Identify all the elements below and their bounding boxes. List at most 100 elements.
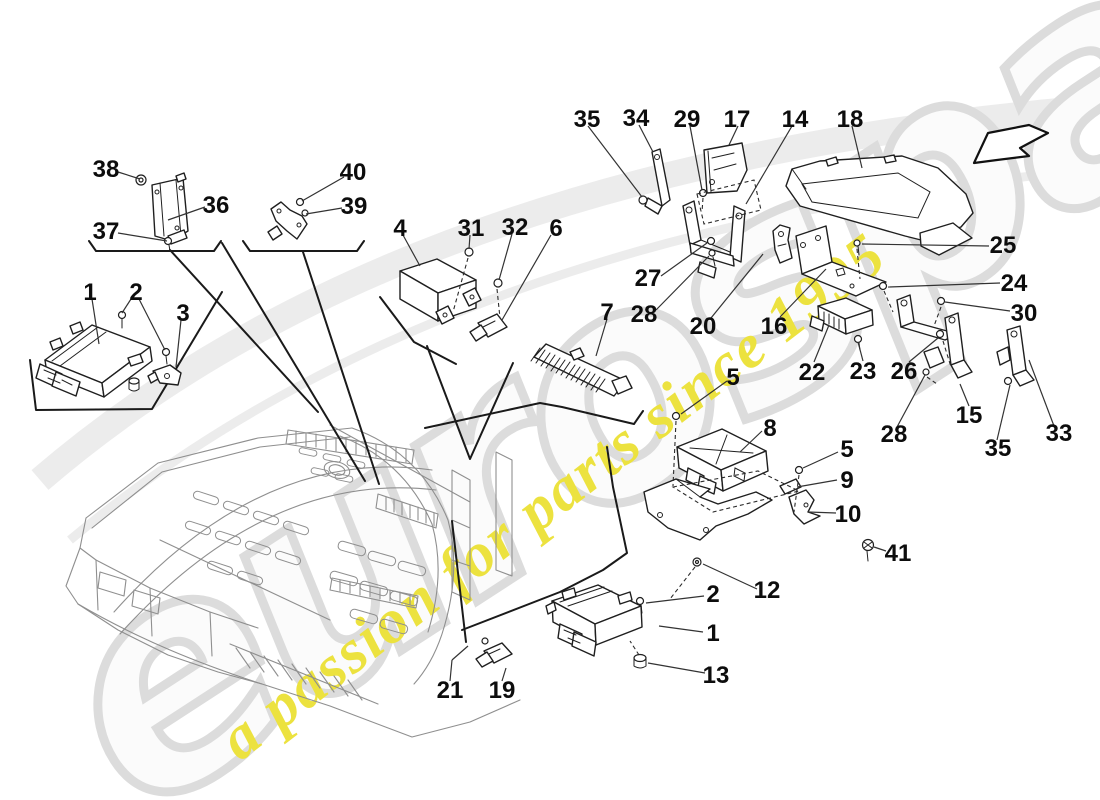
part-ecu-module-8	[676, 428, 769, 495]
part-bracket-20	[772, 224, 793, 264]
leader-line-15	[959, 383, 970, 407]
callout-37: 37	[93, 218, 120, 245]
floor-slots-rear	[329, 540, 427, 635]
leader-line-28	[655, 255, 710, 311]
part-bracket-34	[644, 148, 671, 215]
part-module-22	[809, 297, 874, 335]
fastener-32-icon	[493, 278, 503, 288]
leader-line-35	[587, 125, 643, 198]
leader-line-19	[501, 667, 507, 682]
direction-arrow-icon	[972, 123, 1050, 165]
leader-line-27	[660, 242, 708, 277]
leader-line-25	[861, 243, 990, 247]
fastener-38-icon	[135, 174, 147, 186]
leader-line-24	[887, 282, 1001, 288]
leader-line-14	[745, 125, 793, 205]
callout-5: 5	[840, 436, 853, 463]
leader-line-7	[595, 318, 608, 357]
fastener-2-screws-icon	[117, 310, 171, 392]
callout-38: 38	[93, 156, 120, 183]
chassis-drawing	[65, 424, 521, 738]
leader-line-21	[451, 645, 469, 661]
fastener-26-icon	[935, 329, 945, 339]
leader-line-32	[498, 233, 513, 281]
callout-34: 34	[623, 105, 650, 132]
fastener-12-icon	[692, 557, 702, 567]
deck-slots-upper	[298, 447, 366, 483]
leader-line-18	[851, 125, 863, 169]
callout-23: 23	[850, 358, 877, 385]
fastener-24-icon	[878, 281, 888, 291]
fastener-27-icon	[706, 236, 716, 246]
leader-line-1	[91, 298, 100, 345]
callout-7: 7	[600, 299, 613, 326]
fastener-21-icon	[481, 637, 489, 645]
leader-line-1	[658, 625, 704, 633]
callout-25: 25	[990, 232, 1017, 259]
fastener-31-icon	[464, 247, 474, 257]
leader-line-3	[175, 319, 182, 368]
callout-14: 14	[782, 106, 809, 133]
callout-32: 32	[502, 214, 529, 241]
callout-1: 1	[83, 279, 96, 306]
part-bracket-33	[996, 325, 1035, 387]
assembly-dashed-lines	[452, 179, 952, 656]
fastener-25-icon	[853, 239, 861, 256]
leader-line-22	[813, 324, 830, 363]
leader-line-5	[802, 451, 839, 469]
callout-24: 24	[1001, 270, 1028, 297]
callout-39: 39	[341, 193, 368, 220]
callout-26: 26	[891, 358, 918, 385]
leader-line-20	[710, 253, 764, 319]
leader-line-30	[944, 301, 1011, 312]
part-bracket-39	[267, 201, 308, 241]
callout-6: 6	[549, 215, 562, 242]
group-bracket-lines	[29, 240, 644, 643]
fastener-28-icon	[708, 249, 716, 267]
callout-30: 30	[1011, 300, 1038, 327]
callout-28: 28	[631, 301, 658, 328]
callout-8: 8	[763, 415, 776, 442]
callout-41: 41	[885, 540, 912, 567]
part-sensor-6	[469, 313, 508, 342]
floor-slots-front	[184, 490, 310, 586]
grommet-13-icon	[633, 653, 647, 669]
callout-27: 27	[635, 265, 662, 292]
callout-10: 10	[835, 501, 862, 528]
callout-16: 16	[761, 313, 788, 340]
callout-20: 20	[690, 313, 717, 340]
part-heatsink-module-7	[530, 343, 633, 397]
fastener-5-right-icon	[794, 465, 804, 475]
callout-33: 33	[1046, 420, 1073, 447]
leader-line-6	[501, 234, 552, 321]
part-tray-18	[785, 154, 974, 256]
leader-line-26	[908, 337, 939, 363]
part-ecu-module-1-left	[35, 321, 153, 398]
callout-28: 28	[881, 421, 908, 448]
part-plate-17	[703, 142, 748, 194]
callout-36: 36	[203, 192, 230, 219]
callout-15: 15	[956, 402, 983, 429]
leader-lines	[91, 124, 1055, 682]
part-bracket-3	[147, 364, 182, 386]
callout-19: 19	[489, 677, 516, 704]
callout-29: 29	[674, 106, 701, 133]
leader-line-4	[402, 234, 421, 267]
fastener-2-bottom-icon	[635, 596, 645, 614]
leader-line-39	[305, 207, 343, 215]
callout-3: 3	[176, 300, 189, 327]
part-bracket-16	[795, 225, 887, 297]
leader-line-12	[702, 563, 758, 590]
leader-line-17	[728, 125, 739, 146]
leader-line-36	[167, 206, 206, 221]
fastener-28-lower-icon	[922, 368, 930, 376]
fastener-35-lower-icon	[1003, 376, 1013, 386]
fastener-35-top-icon	[638, 195, 648, 205]
callout-9: 9	[840, 467, 853, 494]
callout-1: 1	[706, 620, 719, 647]
leader-line-41	[873, 546, 887, 552]
fastener-30-icon	[936, 296, 946, 306]
callout-12: 12	[754, 577, 781, 604]
